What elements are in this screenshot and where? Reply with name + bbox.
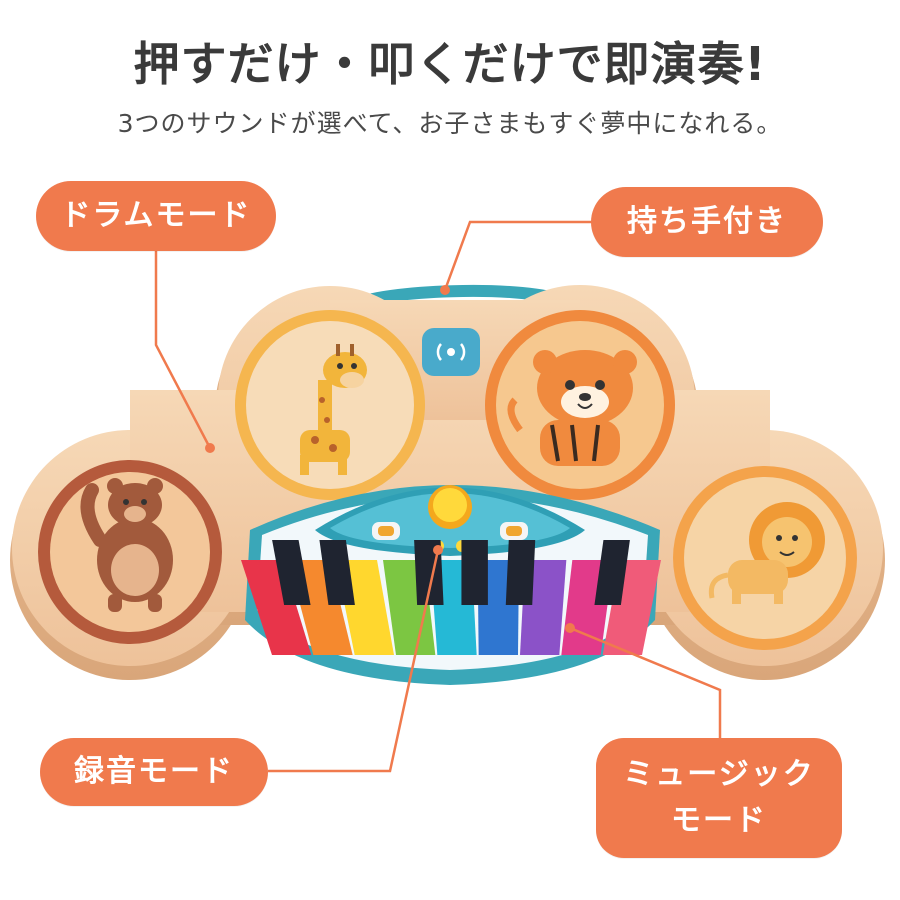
headline: 押すだけ・叩くだけで即演奏!	[133, 37, 767, 91]
giraffe-icon	[300, 344, 367, 475]
callout-drum-mode-label: ドラムモード	[60, 197, 252, 233]
callout-music-mode-label-2: モード	[671, 803, 767, 838]
piano-black-key[interactable]	[461, 540, 488, 605]
callout-record-mode: 録音モード	[40, 738, 268, 806]
piano-black-key[interactable]	[594, 540, 630, 605]
callout-handle-label: 持ち手付き	[627, 203, 787, 239]
callout-music-mode-label-1: ミュージック	[623, 756, 815, 792]
mode-selector-right[interactable]	[500, 522, 528, 540]
callout-music-mode: ミュージック モード	[596, 738, 842, 858]
bear-icon	[80, 478, 173, 612]
callout-handle: 持ち手付き	[591, 187, 823, 257]
callout-record-mode-label: 録音モード	[74, 753, 234, 789]
tiger-icon	[507, 350, 637, 466]
mode-selector-left[interactable]	[372, 522, 400, 540]
subline: 3つのサウンドが選べて、お子さまもすぐ夢中になれる。	[117, 109, 783, 138]
play-button-icon[interactable]	[428, 485, 472, 529]
callout-drum-mode: ドラムモード	[36, 181, 276, 251]
piano-black-key[interactable]	[505, 540, 536, 605]
speaker-icon	[422, 328, 480, 376]
piano-black-key[interactable]	[414, 540, 444, 605]
lion-icon	[708, 502, 825, 604]
